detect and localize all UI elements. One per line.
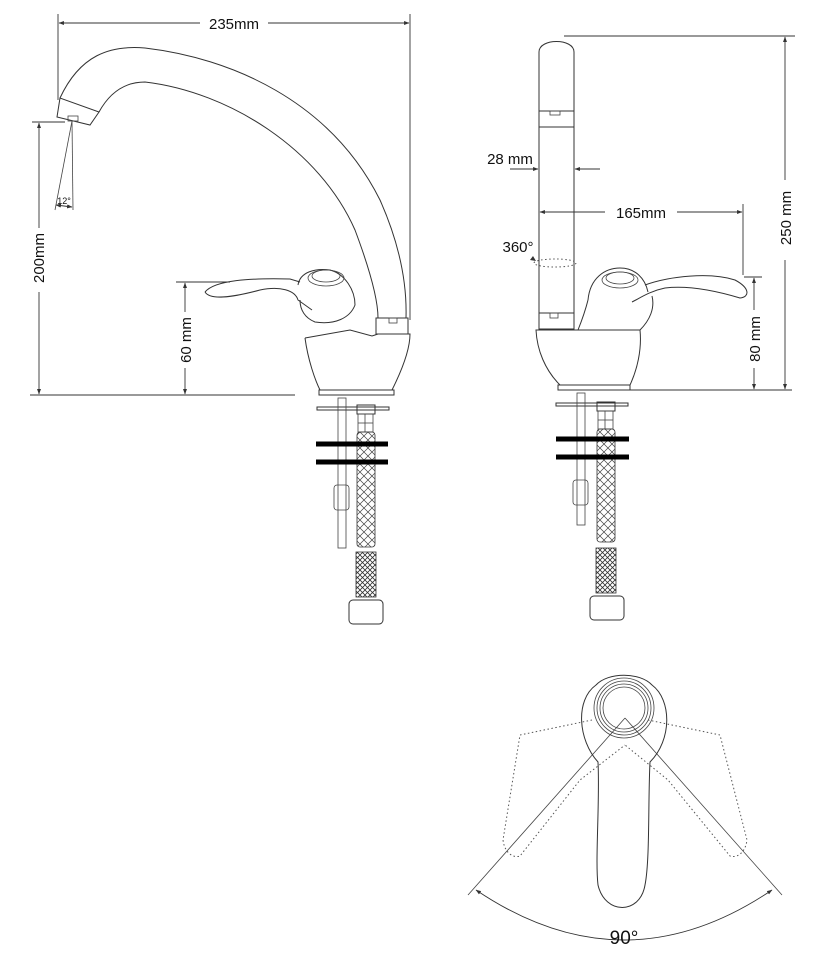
- lever-handle-side: [577, 267, 748, 331]
- lever-swing-right: [624, 719, 748, 858]
- faucet-body-side: [535, 329, 792, 391]
- spout-column: [538, 41, 575, 330]
- label-rotation: 360°: [502, 239, 533, 256]
- label-spout-diameter: 28 mm: [487, 151, 533, 168]
- top-view: 90°: [467, 674, 783, 949]
- label-aerator-angle: 12°: [57, 196, 71, 206]
- dimension-total-height: 250 mm: [564, 35, 795, 390]
- dimension-lever-length: 165mm: [539, 204, 744, 275]
- rotation-indicator: 360°: [502, 239, 577, 268]
- label-total-height: 250 mm: [778, 191, 795, 245]
- spout: [56, 47, 409, 335]
- lever-handle: [204, 269, 356, 324]
- label-spout-height: 200mm: [31, 233, 48, 283]
- dimension-lever-swing: 90°: [475, 889, 773, 949]
- dimension-spout-diameter: 28 mm: [487, 151, 600, 171]
- front-view: 235mm 12° 200mm: [30, 14, 411, 625]
- side-view: 250 mm 28 mm 165mm 360°: [487, 35, 795, 621]
- label-lever-height-side: 80 mm: [747, 316, 764, 362]
- dimension-lever-height-side: 80 mm: [744, 276, 764, 390]
- mounting-hardware-side: [555, 392, 629, 621]
- label-lever-swing: 90°: [610, 928, 639, 949]
- dimension-spout-height: 200mm: [31, 121, 65, 395]
- dimension-lever-height: 60 mm: [176, 281, 230, 395]
- label-spout-reach: 235mm: [209, 16, 259, 33]
- dimension-spout-reach: 235mm: [57, 14, 411, 320]
- label-lever-length: 165mm: [616, 205, 666, 222]
- mounting-hardware: [316, 397, 390, 625]
- lever-swing-left: [502, 719, 626, 858]
- label-lever-height: 60 mm: [178, 317, 195, 363]
- faucet-body: [304, 329, 411, 396]
- lever-handle-top: [581, 674, 668, 908]
- dimension-aerator-angle: 12°: [54, 120, 74, 211]
